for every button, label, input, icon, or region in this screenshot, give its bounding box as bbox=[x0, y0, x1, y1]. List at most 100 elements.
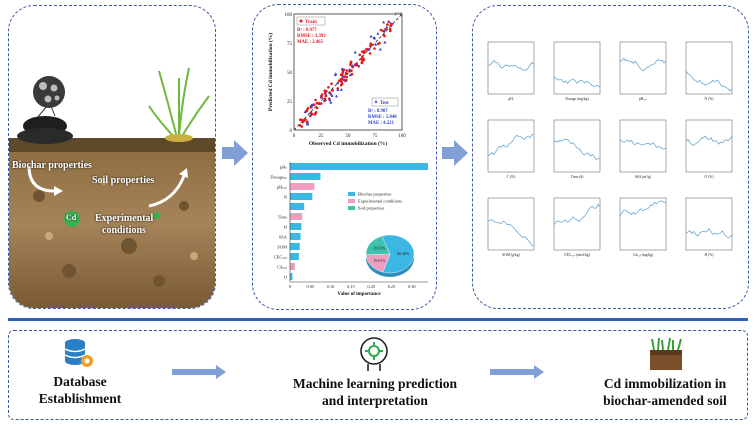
train-point bbox=[389, 24, 392, 28]
pdp-subplot-frame bbox=[685, 197, 733, 251]
pdp-xlabel: SOM (g/kg) bbox=[502, 253, 520, 257]
pdp-subplot-frame bbox=[553, 119, 601, 173]
biochar-properties-label: Biochar properties bbox=[12, 160, 92, 171]
test-point bbox=[340, 67, 344, 71]
importance-bar bbox=[290, 263, 295, 270]
pdp-xlabel: Cdₛₒᵢₗ (mg/kg) bbox=[633, 253, 654, 257]
test-point bbox=[348, 68, 352, 71]
pdp-subplot-frame bbox=[619, 197, 667, 251]
train-point bbox=[369, 42, 373, 45]
train-mae: MAE : 2.465 bbox=[297, 40, 324, 45]
step-cd-line1: Cd immobilization in bbox=[603, 376, 727, 391]
test-point bbox=[324, 98, 328, 101]
step-database-label: Database Establishment bbox=[30, 373, 130, 407]
train-point bbox=[306, 106, 310, 110]
train-point bbox=[345, 69, 348, 72]
train-point bbox=[305, 109, 309, 113]
pdp-subplot-frame bbox=[553, 197, 601, 251]
train-point bbox=[327, 86, 330, 89]
train-point bbox=[336, 87, 340, 90]
test-legend-box bbox=[371, 97, 399, 107]
pdp-curve bbox=[553, 138, 601, 161]
step-cd-line2: biochar-amended soil bbox=[603, 393, 727, 408]
pdp-curve bbox=[685, 135, 733, 146]
train-legend-label: Train bbox=[305, 20, 317, 25]
importance-x-tick: 0.20 bbox=[367, 284, 375, 289]
pie-label: 60.36% bbox=[397, 251, 410, 256]
legend-swatch bbox=[348, 192, 355, 196]
feature-label: pHₛₒᵢₗ bbox=[277, 185, 287, 190]
feature-label: Dosageₑₙ bbox=[270, 175, 287, 180]
test-point bbox=[310, 103, 314, 107]
train-point bbox=[300, 118, 304, 122]
pdp-xlabel: pHₛₒᵢₗ bbox=[639, 97, 647, 101]
train-point bbox=[388, 29, 392, 33]
test-point bbox=[336, 88, 340, 92]
test-point bbox=[306, 122, 310, 126]
train-point bbox=[315, 101, 319, 105]
importance-bar bbox=[290, 183, 315, 190]
train-point bbox=[323, 89, 327, 92]
test-point bbox=[330, 94, 334, 97]
test-point bbox=[341, 74, 345, 78]
test-point bbox=[336, 81, 340, 85]
importance-bar bbox=[290, 243, 300, 250]
test-point bbox=[309, 112, 313, 116]
train-point bbox=[345, 75, 349, 79]
y-tick-label: 100 bbox=[285, 13, 293, 18]
train-point bbox=[379, 28, 383, 32]
train-point bbox=[345, 72, 349, 76]
section-divider bbox=[8, 318, 748, 321]
workflow-arrow-icon bbox=[172, 365, 226, 379]
test-point bbox=[339, 88, 343, 91]
x-tick-label: 100 bbox=[398, 134, 406, 139]
test-point bbox=[334, 94, 338, 98]
feature-label: N bbox=[284, 195, 288, 200]
legend-swatch bbox=[348, 199, 355, 203]
pdp-curve bbox=[619, 57, 667, 72]
train-point bbox=[301, 120, 305, 124]
importance-x-tick: 0 bbox=[289, 284, 291, 289]
pdp-xlabel: pHᵣ bbox=[508, 97, 513, 101]
train-point bbox=[300, 125, 304, 128]
identity-label: y=x bbox=[394, 12, 402, 17]
importance-bar bbox=[290, 273, 293, 280]
pdp-xlabel: Time (d) bbox=[571, 175, 584, 179]
importance-x-tick: 0.10 bbox=[327, 284, 335, 289]
train-point bbox=[340, 77, 344, 81]
step-ml-line2: and interpretation bbox=[322, 393, 428, 408]
feature-label: CECₛₒᵢₗ bbox=[274, 255, 287, 260]
pdp-subplot-frame bbox=[619, 119, 667, 173]
importance-x-tick: 0.30 bbox=[408, 284, 416, 289]
legend-label: Biochar properties bbox=[358, 192, 392, 197]
pdp-curve bbox=[487, 219, 535, 247]
test-legend-marker bbox=[374, 100, 378, 103]
train-point bbox=[319, 102, 323, 105]
legend-label: Experimental conditions bbox=[358, 199, 402, 204]
train-point bbox=[387, 20, 390, 24]
pdp-xlabel: C (%) bbox=[507, 175, 516, 179]
pdp-xlabel: N (%) bbox=[705, 97, 715, 101]
step-cd-label: Cd immobilization in biochar-amended soi… bbox=[590, 375, 740, 409]
train-point bbox=[358, 53, 362, 57]
train-point bbox=[298, 118, 302, 122]
test-point bbox=[303, 110, 307, 113]
train-point bbox=[349, 60, 353, 64]
scatter-xlabel: Observed Cd immobilization (%) bbox=[309, 140, 388, 147]
workflow-box bbox=[8, 330, 748, 420]
train-point bbox=[330, 88, 334, 92]
importance-bar bbox=[290, 193, 313, 200]
experimental-label: Experimental bbox=[95, 213, 154, 224]
step-database-line2: Establishment bbox=[38, 391, 122, 406]
train-point bbox=[342, 68, 346, 72]
test-point bbox=[367, 48, 371, 51]
pdp-subplot-frame bbox=[487, 41, 535, 95]
cd-label: Cd bbox=[66, 213, 77, 222]
arrow-right-icon bbox=[442, 140, 468, 166]
pdp-subplot-frame bbox=[685, 119, 733, 173]
importance-bar bbox=[290, 253, 299, 260]
y-tick-label: 0 bbox=[290, 129, 293, 134]
workflow-arrow-icon bbox=[490, 365, 544, 379]
